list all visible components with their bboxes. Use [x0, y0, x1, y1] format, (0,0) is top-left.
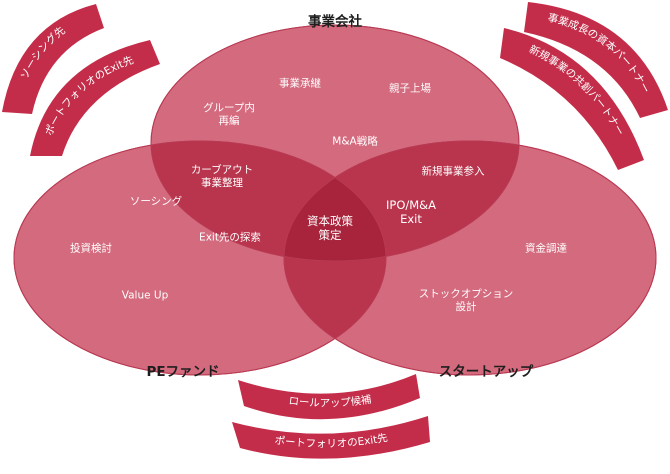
title-business-company: 事業会社	[308, 14, 362, 30]
title-pe-fund: PEファンド	[146, 364, 220, 380]
label-stock-option: ストックオプション 設計	[419, 288, 514, 314]
label-ipo-line2: Exit	[400, 212, 422, 226]
label-fundraising: 資金調達	[525, 242, 567, 255]
label-stock-option-line2: 設計	[455, 301, 477, 313]
title-startup: スタートアップ	[438, 364, 534, 380]
arrow-bottom-inner	[232, 416, 430, 459]
label-new-business-entry: 新規事業参入	[421, 165, 485, 178]
label-parent-listing: 親子上場	[389, 82, 431, 95]
label-carveout-line2: 事業整理	[201, 177, 243, 189]
label-mna-strategy: M&A戦略	[332, 135, 378, 148]
label-stock-option-line1: ストックオプション	[418, 288, 514, 300]
label-sourcing: ソーシング	[129, 195, 183, 208]
label-investment-review: 投資検討	[70, 242, 112, 255]
label-group-reorg-line1: グループ内	[203, 102, 255, 114]
label-group-reorg: グループ内 再編	[203, 102, 255, 128]
label-group-reorg-line2: 再編	[218, 115, 240, 127]
label-ipo-mna-exit: IPO/M&A Exit	[386, 198, 436, 226]
arrow-top-left-outer	[2, 4, 104, 114]
arrow-top-right-inner	[500, 28, 644, 170]
label-business-succession: 事業承継	[279, 77, 321, 90]
label-capital-policy-line1: 資本政策	[307, 214, 353, 228]
label-carveout: カーブアウト 事業整理	[191, 164, 253, 190]
label-capital-policy-line2: 策定	[318, 228, 342, 242]
label-ipo-line1: IPO/M&A	[385, 198, 437, 212]
label-carveout-line1: カーブアウト	[190, 164, 254, 176]
arrow-top-left-inner	[30, 40, 160, 156]
label-exit-search: Exit先の探索	[199, 231, 261, 244]
label-value-up: Value Up	[121, 289, 169, 302]
label-capital-policy: 資本政策 策定	[307, 214, 353, 242]
arrow-top-right-outer	[524, 2, 668, 118]
arrow-bottom-outer	[238, 374, 420, 420]
